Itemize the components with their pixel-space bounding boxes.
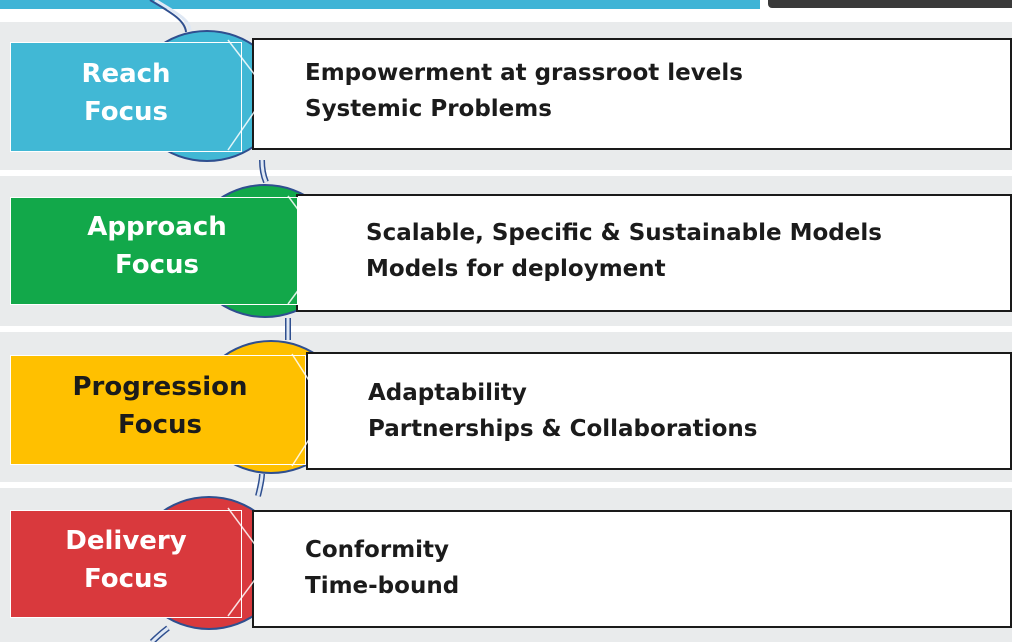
reach-label: Reach Focus: [81, 59, 171, 127]
reach-description: Empowerment at grassroot levels Systemic…: [305, 55, 743, 127]
approach-line-1: Scalable, Specific & Sustainable Models: [366, 220, 882, 246]
delivery-label-tag: [10, 510, 242, 618]
progression-line-1: Adaptability: [368, 380, 527, 406]
approach-line-2: Models for deployment: [366, 256, 666, 282]
approach-label-tag: [10, 197, 298, 305]
reach-line-2: Systemic Problems: [305, 96, 552, 122]
reach-label-tag: [10, 42, 242, 152]
delivery-line-1: Conformity: [305, 537, 450, 563]
header-photo-strip: [768, 0, 1012, 8]
reach-line-1: Empowerment at grassroot levels: [305, 60, 743, 86]
progression-label: Progression Focus: [72, 372, 248, 440]
progression-text-box: [306, 352, 1012, 470]
delivery-line-2: Time-bound: [305, 573, 460, 599]
reach-text-box: [252, 38, 1012, 150]
approach-text-box: [296, 194, 1012, 312]
delivery-text-box: [252, 510, 1012, 628]
delivery-label: Delivery Focus: [65, 526, 187, 594]
approach-description: Scalable, Specific & Sustainable Models …: [366, 215, 882, 287]
progression-description: Adaptability Partnerships & Collaboratio…: [368, 375, 757, 447]
delivery-description: Conformity Time-bound: [305, 532, 459, 604]
approach-label: Approach Focus: [87, 212, 227, 280]
header-accent-bar: [0, 0, 760, 9]
progression-line-2: Partnerships & Collaborations: [368, 416, 758, 442]
